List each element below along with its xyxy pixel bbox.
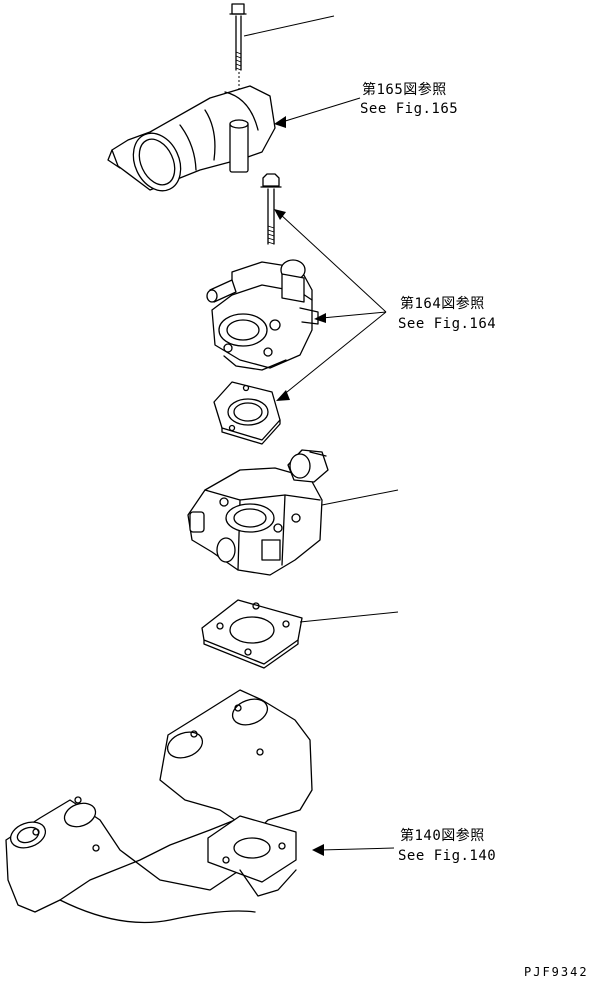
middle-bolt [260,173,282,245]
exhaust-manifold [5,689,313,924]
main-valve-body [187,449,329,576]
upper-valve-body [206,259,319,371]
callout-fig164-en: See Fig.164 [398,316,496,332]
callout-fig140-ja: 第140図参照 [400,827,485,844]
callout-fig140-en: See Fig.140 [398,848,496,864]
callout-fig165-ja: 第165図参照 [362,81,447,98]
drawing-code: PJF9342 [524,965,589,979]
thermostat-housing [107,85,276,192]
leader-lines [243,15,399,856]
callout-fig165-en: See Fig.165 [360,101,458,117]
valve-gasket [213,381,281,445]
callout-fig164-ja: 第164図参照 [400,295,485,312]
flange-gasket [201,599,303,669]
